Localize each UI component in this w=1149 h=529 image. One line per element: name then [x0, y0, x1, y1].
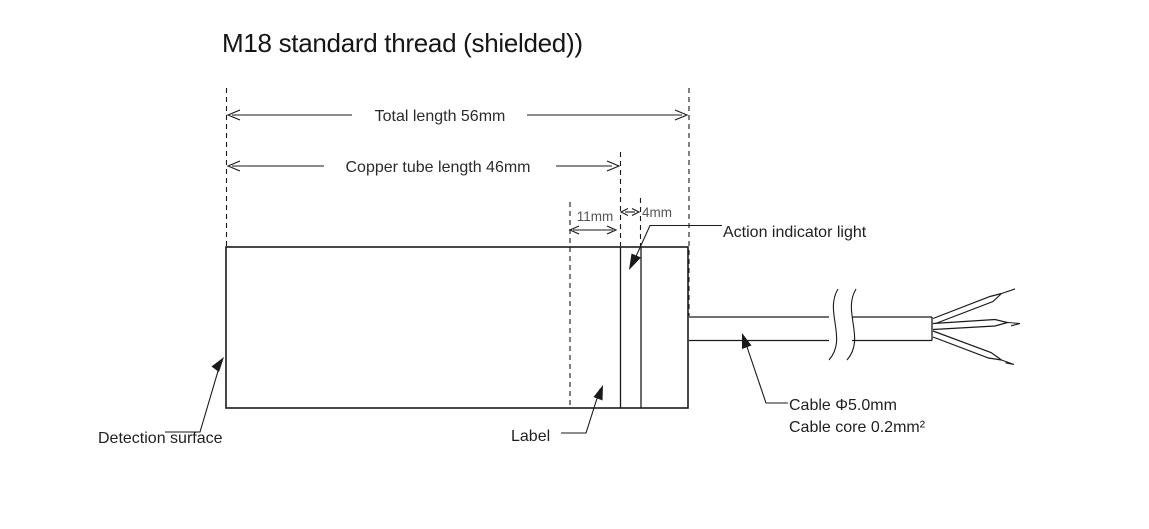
wire-bottom [932, 330, 1002, 361]
body-outline [225, 246, 689, 409]
callout-cable: Cable Φ5.0mm Cable core 0.2mm² [742, 333, 926, 436]
arrow-left-icon [619, 208, 629, 216]
extension-lines [225, 88, 690, 407]
detection-surface-label: Detection surface [98, 430, 223, 447]
break-mark-icon [828, 288, 839, 361]
sensor-body [225, 246, 689, 409]
leader-line [744, 340, 788, 404]
total-length-label: Total length 56mm [375, 108, 506, 125]
label-width-label: 11mm [577, 209, 614, 224]
leader-arrowhead-icon [593, 385, 603, 401]
wire-top-tip-icon [1001, 288, 1016, 295]
arrow-left-icon [568, 225, 580, 235]
diagram-title: M18 standard thread (shielded)) [222, 28, 583, 58]
copper-tube-length-label: Copper tube length 46mm [346, 159, 531, 176]
leader-arrowhead-icon [742, 333, 752, 349]
arrow-right-icon [606, 225, 618, 235]
arrow-right-icon [631, 208, 641, 216]
cable-core-label: Cable core 0.2mm² [789, 419, 926, 436]
leader-line [632, 224, 722, 264]
leader-line [561, 388, 601, 434]
action-indicator-label: Action indicator light [723, 224, 867, 241]
indicator-width-label: 4mm [642, 205, 672, 220]
arrow-left-icon [226, 160, 241, 172]
dimension-copper-tube: Copper tube length 46mm [226, 159, 621, 176]
leader-arrowhead-icon [211, 357, 224, 372]
arrow-right-icon [606, 160, 621, 172]
callout-action-indicator: Action indicator light [629, 224, 867, 270]
leader-line [165, 360, 222, 433]
cable [689, 288, 933, 361]
arrow-left-icon [226, 109, 241, 121]
break-mark-icon [846, 288, 857, 361]
leader-arrowhead-icon [629, 253, 641, 270]
wire-ends [932, 288, 1021, 366]
cable-diameter-label: Cable Φ5.0mm [789, 397, 897, 414]
label-label: Label [511, 428, 550, 445]
wire-middle-tip-icon [1007, 321, 1021, 327]
callout-detection-surface: Detection surface [98, 357, 224, 447]
dimension-total-length: Total length 56mm [226, 108, 689, 125]
wire-middle [932, 318, 1010, 331]
dimension-11mm: 11mm [568, 209, 618, 235]
arrow-right-icon [674, 109, 689, 121]
dimension-4mm: 4mm [619, 205, 672, 220]
callout-label: Label [511, 385, 603, 445]
wire-bottom-tip-icon [1001, 359, 1015, 366]
